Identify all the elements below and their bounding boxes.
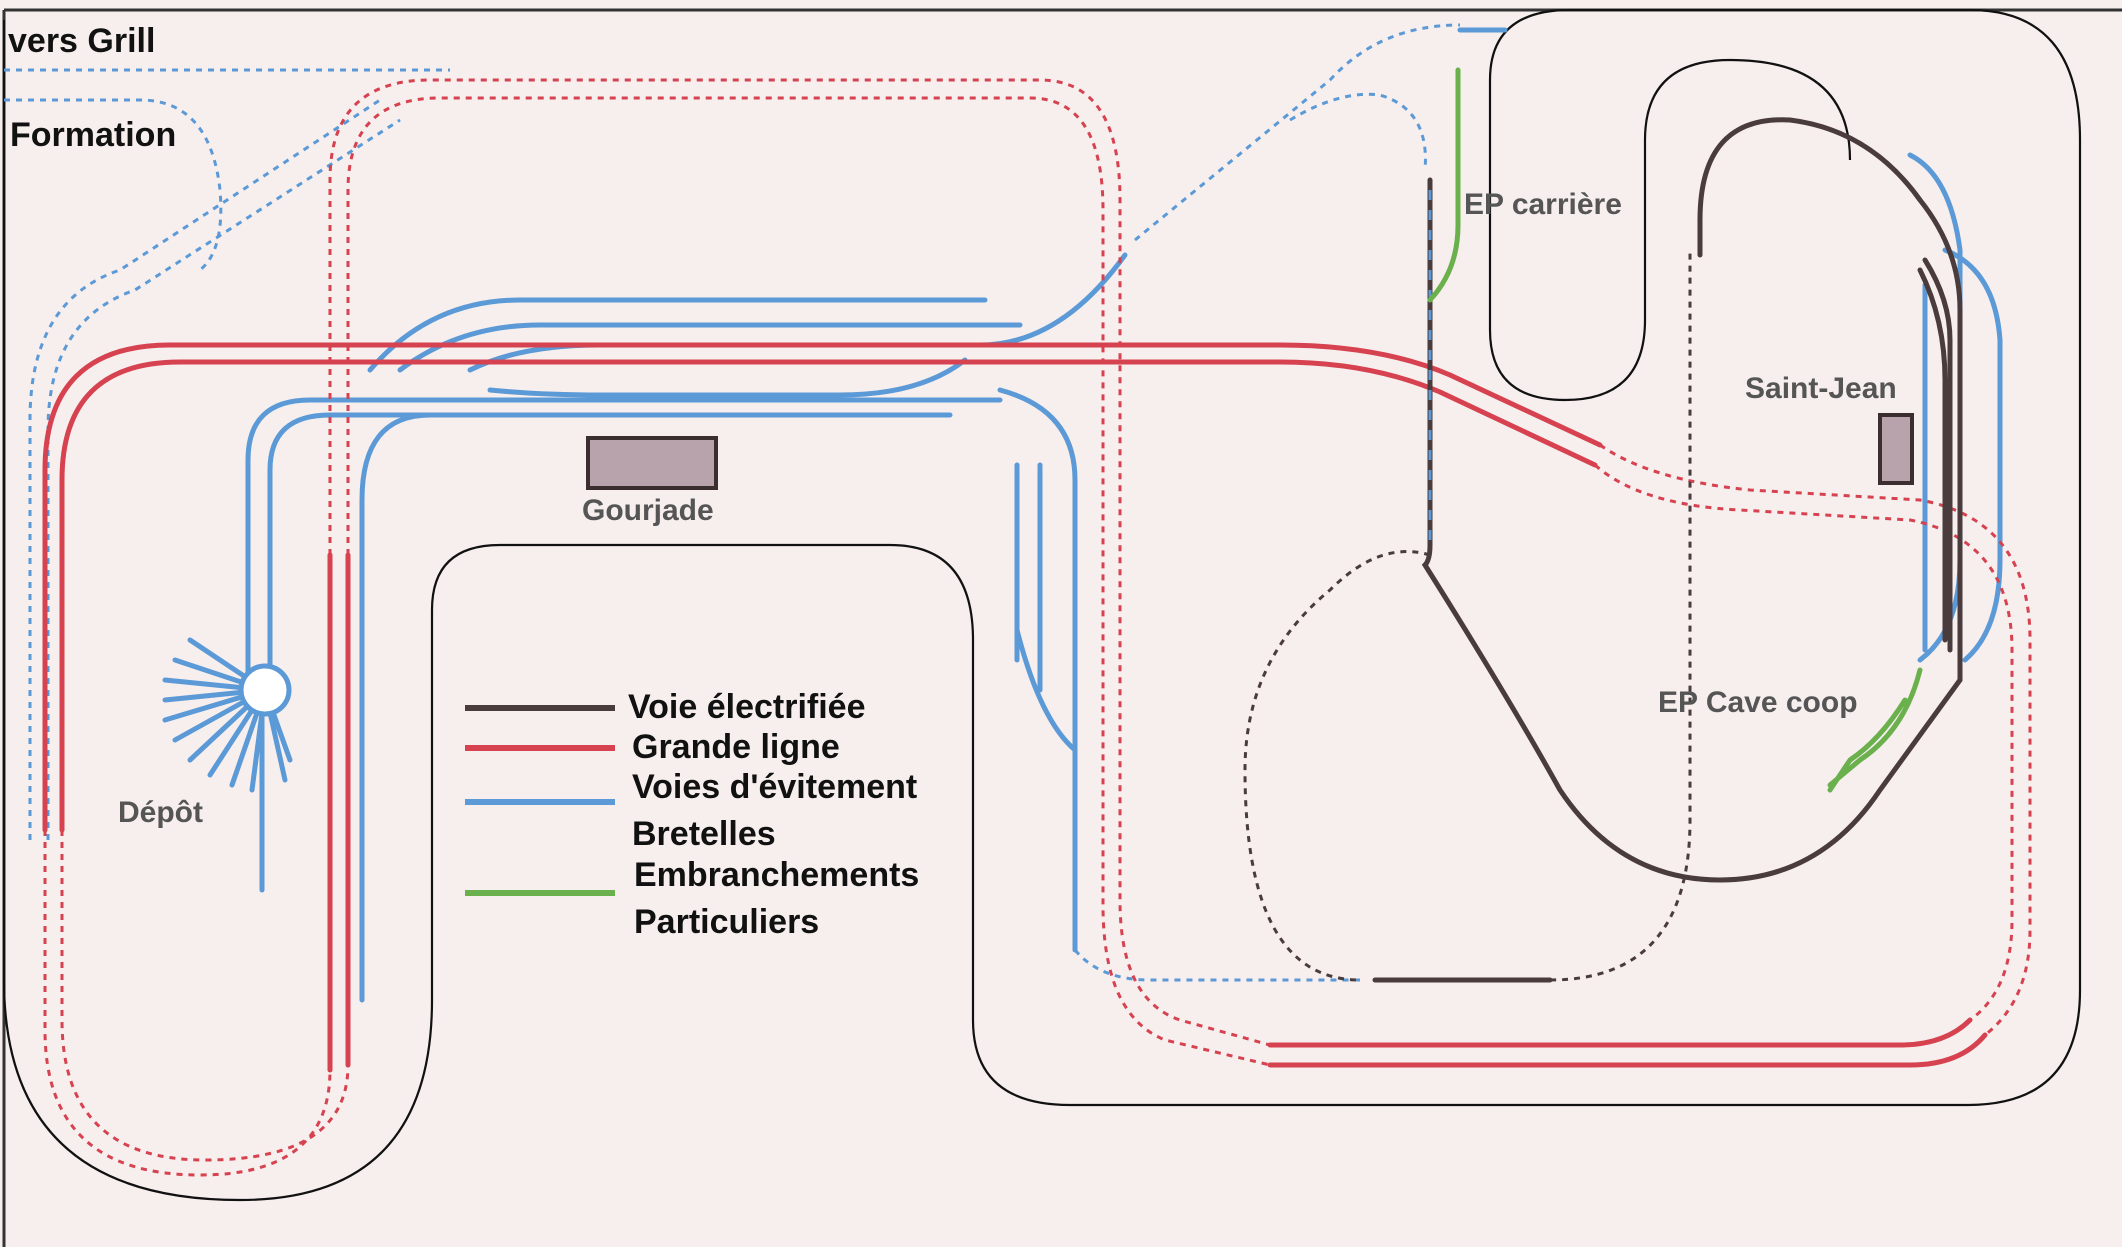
- station-saint-jean: [1878, 413, 1914, 485]
- electrified-dashed: [1243, 180, 1692, 982]
- legend-text-crossovers: Bretelles: [632, 815, 776, 853]
- station-gourjade: [586, 436, 718, 490]
- label-depot: Dépôt: [118, 796, 203, 829]
- mainline-dashed: [43, 78, 2032, 1177]
- electrified-solid: [1372, 117, 1963, 983]
- turntable: [162, 637, 293, 793]
- mainline-solid: [42, 342, 1988, 1073]
- legend-text-electrified: Voie électrifiée: [628, 688, 866, 726]
- legend: Voie électrifiée Grande ligne Voies d'év…: [465, 688, 919, 941]
- label-formation: Formation: [10, 116, 176, 154]
- label-ep-cave-coop: EP Cave coop: [1658, 686, 1858, 719]
- legend-text-spurs-line1: Embranchements: [634, 856, 919, 894]
- spurs: [1427, 67, 1923, 793]
- label-gourjade: Gourjade: [582, 494, 714, 527]
- label-ep-carriere: EP carrière: [1464, 188, 1622, 221]
- legend-text-sidings: Voies d'évitement: [632, 768, 917, 806]
- legend-text-mainline: Grande ligne: [632, 728, 840, 766]
- sidings-dashed: [4, 23, 1461, 982]
- legend-text-spurs-line2: Particuliers: [634, 903, 819, 941]
- label-vers-grill: vers Grill: [8, 22, 155, 60]
- label-saint-jean: Saint-Jean: [1745, 372, 1897, 405]
- baseboard-outline: [2, 8, 2082, 1202]
